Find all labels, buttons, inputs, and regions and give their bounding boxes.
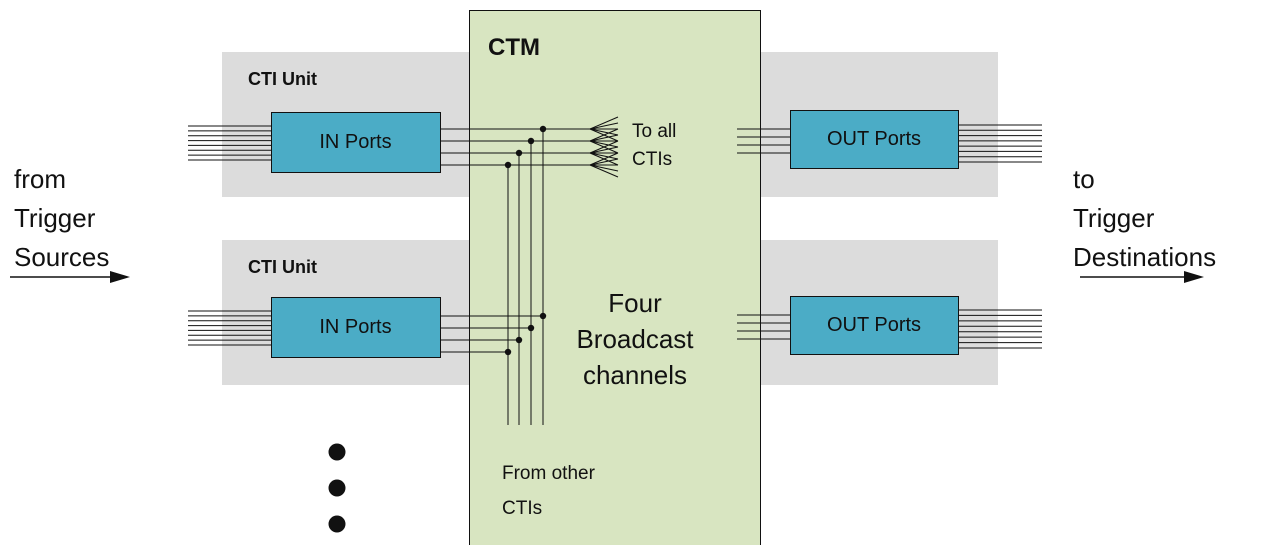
cti-unit-1-out-ports-box <box>790 110 959 169</box>
cti-unit-2-out-ports-label: OUT Ports <box>826 314 922 336</box>
fanout-line <box>589 146 619 154</box>
cti-unit-2-in-ports-box <box>271 297 441 358</box>
fanout-line <box>589 152 619 166</box>
cti-unit-1-out-ports-label: OUT Ports <box>826 128 922 150</box>
fanout-line <box>589 122 619 130</box>
ctm-broadcast-label: Four Broadcast channels <box>576 288 694 390</box>
fanout-line <box>589 158 619 166</box>
fanout-line <box>589 128 619 142</box>
cti-unit-2-junction-dot <box>504 348 512 356</box>
cti-unit-1-in-ports-box <box>271 112 441 173</box>
left-caption: from Trigger Sources <box>14 164 110 272</box>
fanout-line <box>589 140 619 154</box>
ctm-from-other-label: From other CTIs <box>502 463 595 519</box>
fanout-line <box>589 164 619 178</box>
fanout-line <box>589 164 619 172</box>
right-arrow-head <box>1184 271 1204 283</box>
cti-unit-2-in-ports-label: IN Ports <box>319 316 392 338</box>
ellipsis-dot <box>328 443 346 461</box>
fanout-line <box>589 140 619 148</box>
fanout-line <box>589 128 619 136</box>
cti-unit-1-junction-dot <box>539 125 547 133</box>
cti-unit-1-junction-dot <box>504 161 512 169</box>
left-arrow-head <box>110 271 130 283</box>
ellipsis-dot <box>328 515 346 533</box>
cti-unit-1-in-ports-label: IN Ports <box>319 131 392 153</box>
ellipsis-dot <box>328 479 346 497</box>
cti-unit-2-out-ports-box <box>790 296 959 355</box>
cti-unit-2-junction-dot <box>539 312 547 320</box>
fanout-line <box>589 116 619 130</box>
fanout-line <box>589 152 619 160</box>
ctm-to-all-label: To all CTIs <box>632 121 677 170</box>
cti-unit-2-title: CTI Unit <box>248 257 317 277</box>
ctm-block <box>469 10 761 550</box>
cti-unit-2-junction-dot <box>515 336 523 344</box>
right-caption: to Trigger Destinations <box>1073 164 1217 272</box>
cti-unit-2-junction-dot <box>527 324 535 332</box>
fanout-line <box>589 134 619 142</box>
cti-unit-1-title: CTI Unit <box>248 69 317 89</box>
ctm-title: CTM <box>488 34 540 61</box>
cti-unit-1-junction-dot <box>515 149 523 157</box>
cti-unit-1-junction-dot <box>527 137 535 145</box>
